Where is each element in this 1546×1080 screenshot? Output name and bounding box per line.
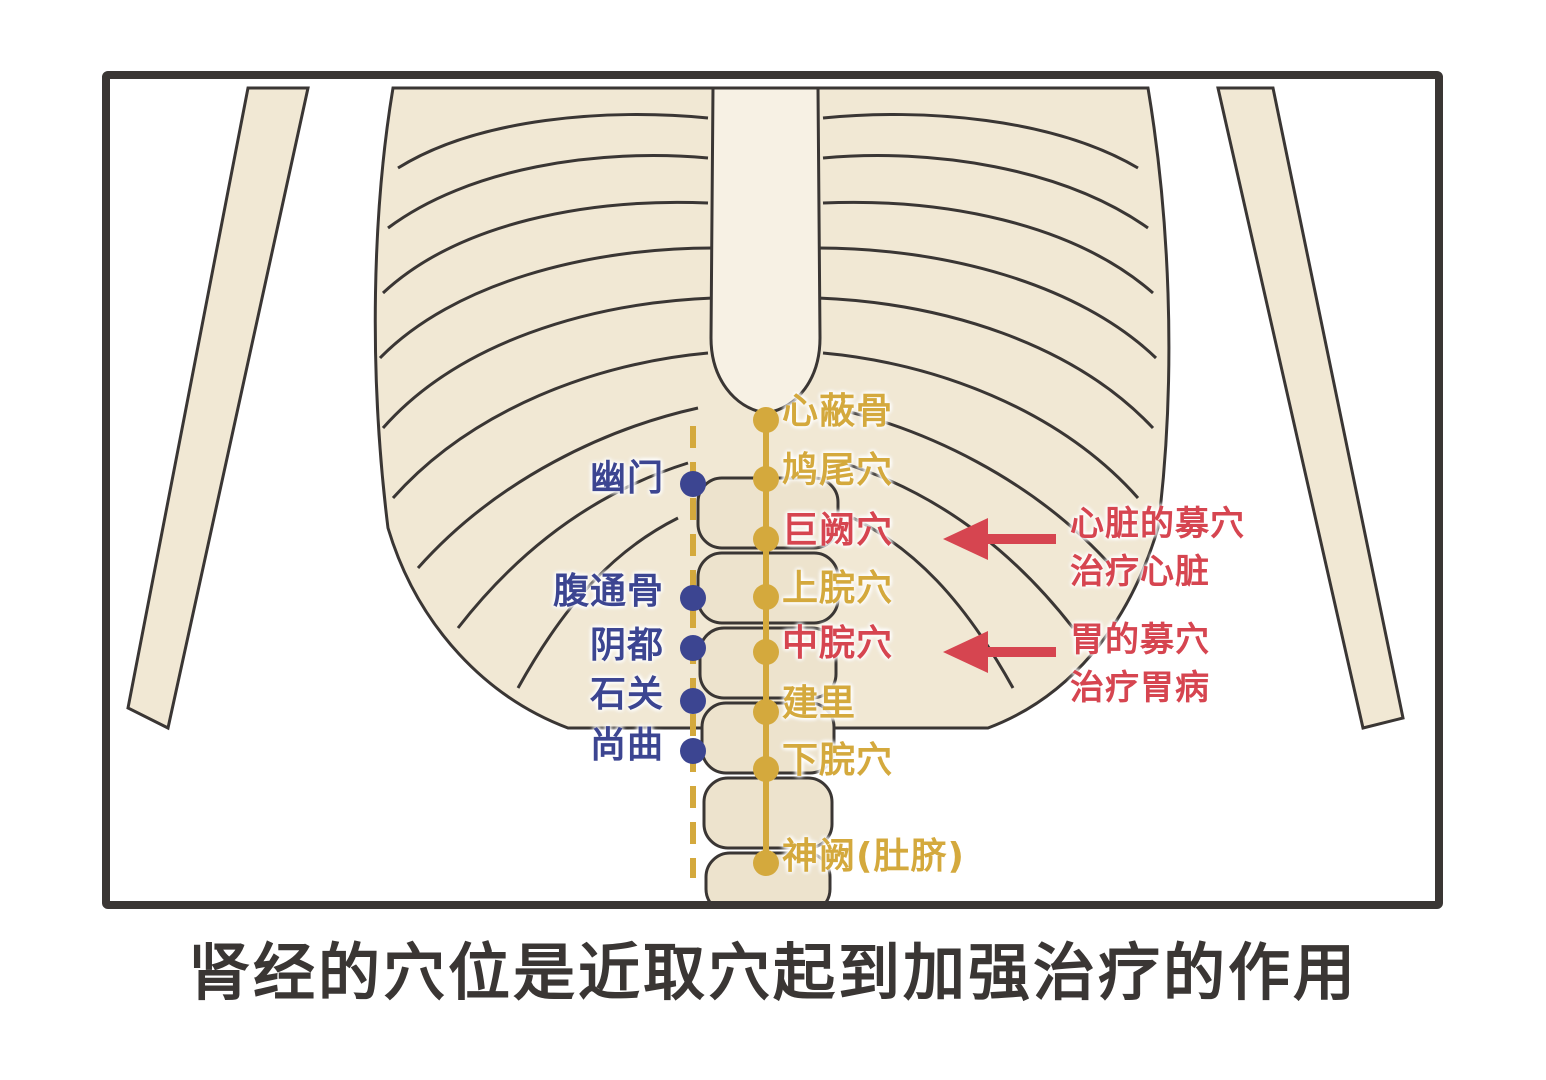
arrow-to-juque <box>943 518 1056 560</box>
ren-point-dot <box>753 699 779 725</box>
ren-point-label: 建里 <box>782 683 857 724</box>
right-arm-bone <box>1216 86 1405 730</box>
arrow-to-zhongwan <box>943 631 1056 673</box>
stomach-note-line2: 治疗胃病 <box>1070 668 1210 708</box>
ren-point-dot <box>753 584 779 610</box>
kidney-point-label: 幽门 <box>589 458 664 499</box>
ren-point-label: 上脘穴 <box>782 568 894 609</box>
illustration-frame <box>102 71 1443 909</box>
ren-point-label: 中脘穴 <box>782 623 894 664</box>
ren-point-label: 心蔽骨 <box>782 391 894 432</box>
stomach-note-line1: 胃的募穴 <box>1070 620 1210 660</box>
skeleton-illustration <box>126 86 1405 901</box>
ren-point-label: 神阙(肚脐) <box>782 836 965 877</box>
ren-point-label: 鸠尾穴 <box>782 450 894 491</box>
ren-point-dot <box>753 850 779 876</box>
kidney-point-dot <box>680 738 706 764</box>
kidney-point-label: 阴都 <box>589 625 664 666</box>
heart-note: 心脏的募穴 治疗心脏 <box>1070 500 1245 596</box>
ren-point-dot <box>753 466 779 492</box>
sternum <box>709 86 822 415</box>
ren-point-label: 巨阙穴 <box>782 510 894 551</box>
heart-note-line2: 治疗心脏 <box>1070 552 1210 592</box>
left-arm-bone <box>126 86 310 731</box>
stomach-note: 胃的募穴 治疗胃病 <box>1070 616 1210 712</box>
ren-point-dot <box>753 407 779 433</box>
kidney-point-label: 尚曲 <box>589 725 664 766</box>
kidney-point-dot <box>680 471 706 497</box>
ren-point-dot <box>753 756 779 782</box>
kidney-point-dot <box>680 585 706 611</box>
caption: 肾经的穴位是近取穴起到加强治疗的作用 <box>187 936 1358 1009</box>
ren-point-label: 下脘穴 <box>782 740 894 781</box>
kidney-point-dot <box>680 635 706 661</box>
ren-point-dot <box>753 639 779 665</box>
heart-note-line1: 心脏的募穴 <box>1070 504 1245 544</box>
ren-point-dot <box>753 526 779 552</box>
kidney-point-dot <box>680 688 706 714</box>
kidney-point-label: 腹通骨 <box>552 571 664 612</box>
kidney-point-label: 石关 <box>589 674 664 715</box>
